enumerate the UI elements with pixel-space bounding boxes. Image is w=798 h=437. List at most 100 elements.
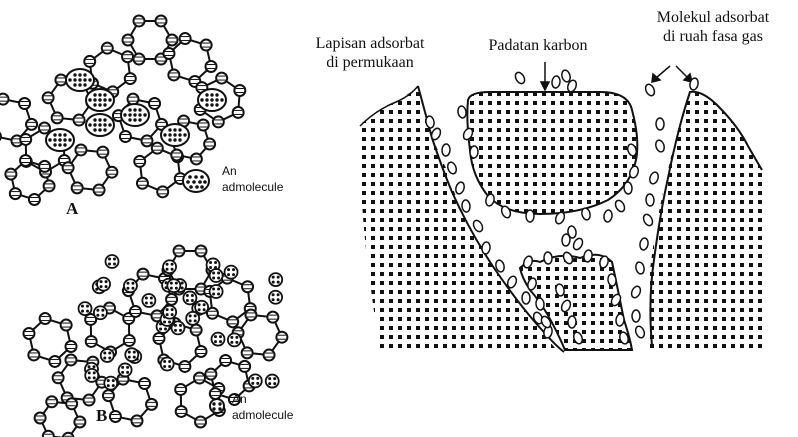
- adsorbate-molecule: [561, 69, 572, 83]
- label-carbon-solid: Padatan karbon: [468, 36, 608, 55]
- carbon-atom: [84, 395, 95, 406]
- carbon-atom: [74, 416, 85, 427]
- carbon-atom: [39, 123, 50, 134]
- adsorbate-molecule: [561, 234, 570, 247]
- carbon-atom: [134, 54, 145, 65]
- carbon-atom: [97, 147, 108, 158]
- carbon-atom: [20, 134, 31, 145]
- adsorbate-molecule: [623, 182, 632, 195]
- carbon-atom: [65, 354, 76, 365]
- carbon-atom: [213, 116, 224, 127]
- admolecule: [183, 291, 196, 304]
- carbon-atom: [75, 144, 86, 155]
- carbon-atom: [53, 372, 64, 383]
- admolecule: [119, 363, 132, 376]
- carbon-atom: [10, 188, 21, 199]
- adsorbate-molecule: [654, 139, 665, 153]
- carbon-atom: [103, 390, 114, 401]
- admolecule: [86, 114, 114, 136]
- carbon-atom: [20, 155, 31, 166]
- carbon-atom: [137, 178, 148, 189]
- carbon-atom: [194, 373, 205, 384]
- carbon-atom: [195, 416, 206, 427]
- legend-admolecule-a: admolecule: [222, 180, 283, 194]
- carbon-atom: [122, 51, 133, 62]
- adsorbate-molecule: [630, 285, 642, 299]
- carbon-atom: [175, 384, 186, 395]
- carbon-atom: [167, 35, 178, 46]
- label-surface-layer: Lapisan adsorbat di permukaan: [290, 34, 450, 72]
- label-gas-molecules: Molekul adsorbat di ruah fasa gas: [628, 8, 798, 46]
- admolecule: [210, 285, 223, 298]
- admolecule: [269, 291, 282, 304]
- carbon-atom: [220, 355, 231, 366]
- carbon-atom: [26, 119, 37, 130]
- admolecule: [225, 266, 238, 279]
- admolecule: [79, 302, 92, 315]
- carbon-atom: [84, 56, 95, 67]
- admolecule: [142, 294, 155, 307]
- carbon-atom: [157, 186, 168, 197]
- carbon-atom: [138, 269, 149, 280]
- panel-letter-b: B: [96, 406, 107, 426]
- carbon-atom: [239, 361, 250, 372]
- carbon-atom: [39, 161, 50, 172]
- carbon-atom: [43, 92, 54, 103]
- carbon-atom: [125, 73, 136, 84]
- carbon-atom: [66, 341, 77, 352]
- carbon-atom: [153, 333, 164, 344]
- carbon-atom: [191, 153, 202, 164]
- admolecule: [186, 312, 199, 325]
- admolecule: [125, 348, 138, 361]
- carbon-atom: [149, 98, 160, 109]
- label-gas-line1: Molekul adsorbat: [628, 8, 798, 27]
- carbon-atom: [106, 167, 117, 178]
- right-pore-wall: [648, 92, 762, 352]
- carbon-atom: [29, 194, 40, 205]
- admolecule: [198, 89, 226, 111]
- carbon-atom: [35, 413, 46, 424]
- admolecule: [86, 89, 114, 111]
- carbon-atom: [168, 69, 179, 80]
- carbon-atom: [191, 325, 202, 336]
- carbon-atom: [61, 320, 72, 331]
- carbon-atom: [180, 33, 191, 44]
- admolecule: [163, 306, 176, 319]
- label-gas-line2: di ruah fasa gas: [628, 27, 798, 46]
- carbon-atom: [128, 94, 139, 105]
- carbon-atom: [123, 35, 134, 46]
- carbon-atom: [171, 149, 182, 160]
- adsorbate-molecule: [644, 83, 656, 97]
- legend-admolecule-b: admolecule: [232, 408, 293, 422]
- carbon-atom: [166, 294, 177, 305]
- adsorbate-molecule: [603, 209, 613, 222]
- carbon-atom: [0, 131, 1, 142]
- carbon-atom: [141, 135, 152, 146]
- admolecule: [124, 279, 137, 292]
- adsorbate-molecule: [648, 171, 659, 185]
- carbon-atom: [110, 411, 121, 422]
- adsorbate-molecule: [572, 237, 585, 251]
- admolecule-legend-icon-a: [183, 170, 209, 192]
- adsorbate-molecule: [639, 237, 649, 250]
- adsorbate-molecule: [544, 252, 553, 264]
- carbon-atom: [19, 98, 30, 109]
- admolecule: [163, 260, 176, 273]
- label-surface-line2: di permukaan: [290, 53, 450, 72]
- label-surface-line1: Lapisan adsorbat: [290, 34, 450, 53]
- carbon-atom: [267, 312, 278, 323]
- panel-letter-a: A: [66, 199, 78, 219]
- admolecule: [94, 306, 107, 319]
- adsorbate-molecule: [454, 181, 465, 195]
- carbon-atom: [204, 138, 215, 149]
- admolecule: [104, 377, 117, 390]
- adsorbate-molecule: [481, 242, 491, 255]
- carbon-atom: [216, 73, 227, 84]
- carbon-atom: [196, 346, 207, 357]
- adsorbate-molecule: [472, 219, 485, 233]
- carbon-atom: [196, 245, 207, 256]
- adsorbate-molecule: [615, 314, 624, 327]
- admolecule: [161, 357, 174, 370]
- carbon-atom: [234, 85, 245, 96]
- carbon-atom: [40, 313, 51, 324]
